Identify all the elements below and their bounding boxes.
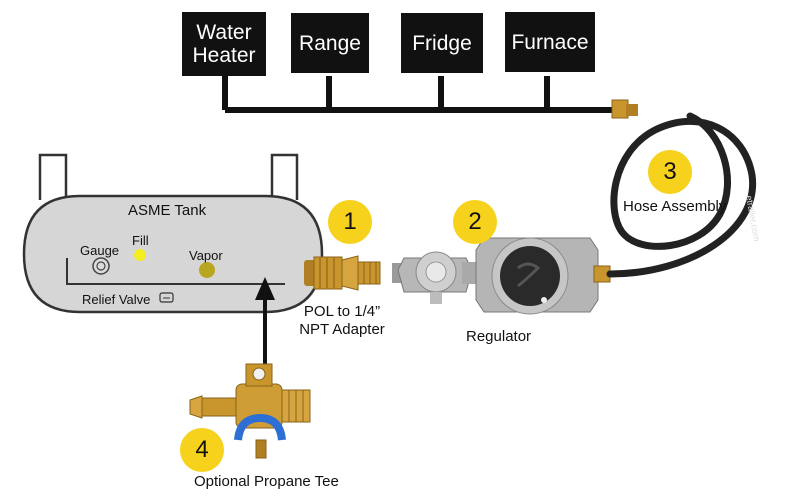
- appliance-label: Water: [196, 21, 252, 44]
- relief-valve-icon: [159, 292, 174, 303]
- vapor-label: Vapor: [189, 248, 223, 263]
- appliance-label: Range: [299, 31, 361, 55]
- dust-cap-strap-icon: [234, 413, 286, 441]
- badge-4: 4: [180, 428, 224, 472]
- propane-tee-label: Optional Propane Tee: [194, 473, 339, 490]
- appliance-label: Heater: [192, 44, 256, 67]
- pol-adapter-fitting: [304, 255, 381, 291]
- appliance-label: Fridge: [412, 31, 472, 55]
- component-label-line: NPT Adapter: [299, 321, 385, 338]
- relief-valve-label: Relief Valve: [82, 292, 151, 307]
- gauge-icon: [92, 257, 110, 275]
- asme-tank: [22, 153, 324, 314]
- propane-tee-fitting: [189, 363, 311, 459]
- hose-brand-label: etrailer.com: [744, 195, 762, 243]
- badge-3: 3: [648, 150, 692, 194]
- appliance-furnace: Furnace: [505, 12, 595, 72]
- badge-2: 2: [453, 200, 497, 244]
- tee-connection-arrow: [255, 277, 275, 368]
- appliance-label: Furnace: [511, 30, 589, 54]
- pol-adapter-label: POL to 1/4” NPT Adapter: [290, 303, 394, 339]
- regulator-label: Regulator: [466, 328, 532, 345]
- gas-manifold: [222, 76, 612, 113]
- component-label-line: POL to 1/4”: [303, 303, 381, 320]
- gauge-label: Gauge: [80, 243, 120, 258]
- appliance-range: Range: [291, 13, 369, 73]
- tank-title: ASME Tank: [128, 202, 207, 219]
- fill-label: Fill: [132, 233, 149, 248]
- appliance-fridge: Fridge: [401, 13, 483, 73]
- badge-1: 1: [328, 200, 372, 244]
- regulator-fitting: [392, 237, 611, 315]
- hose-assembly-label: Hose Assembly: [623, 198, 727, 215]
- fill-valve-dot: [134, 249, 146, 261]
- hose-assembly: etrailer.com: [606, 99, 762, 278]
- vapor-valve-dot: [199, 262, 215, 278]
